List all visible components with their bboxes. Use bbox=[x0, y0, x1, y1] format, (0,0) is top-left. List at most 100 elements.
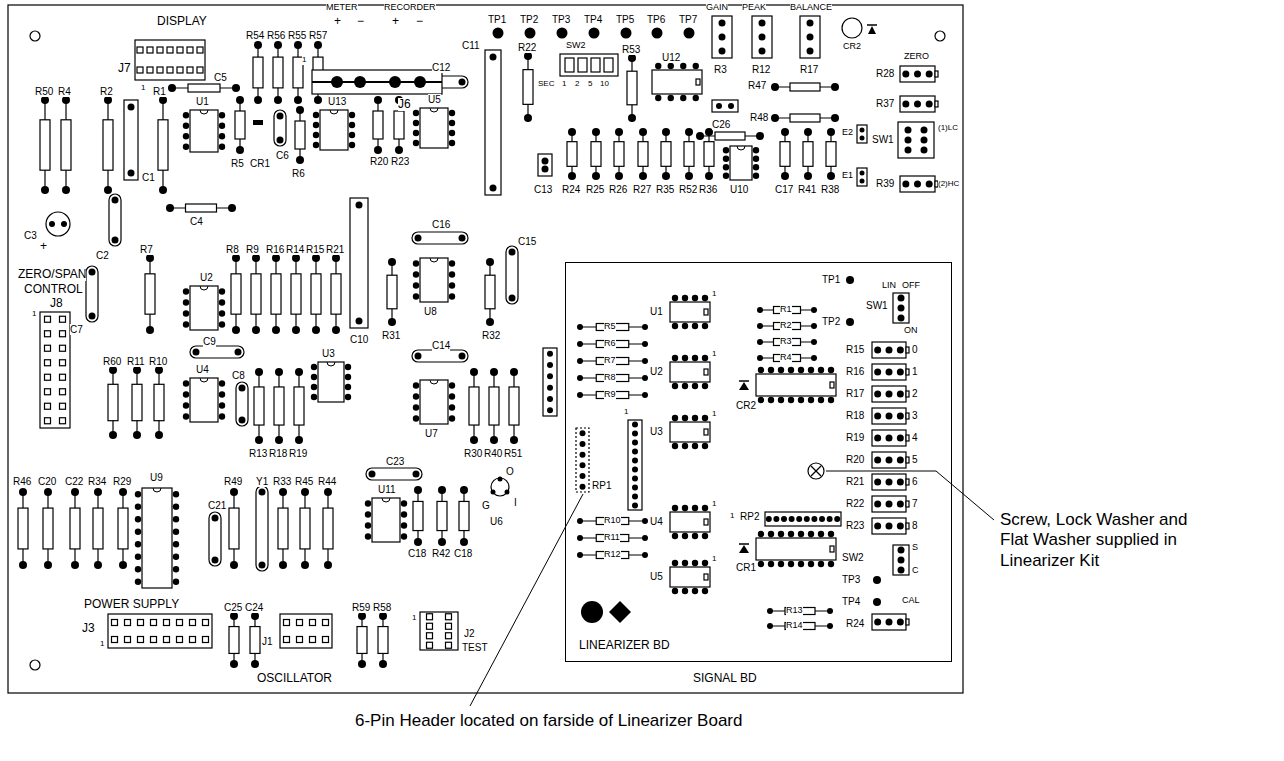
pad-dot bbox=[580, 473, 586, 479]
pad-dot bbox=[259, 489, 266, 496]
pad-dot bbox=[212, 557, 219, 564]
screw-cross bbox=[811, 466, 821, 476]
ic-pin bbox=[672, 505, 678, 511]
pad-dot bbox=[252, 326, 260, 334]
connector-pin bbox=[125, 637, 131, 643]
ic-pin bbox=[183, 123, 189, 129]
pad-dot bbox=[898, 305, 905, 312]
pad-dot bbox=[905, 127, 912, 134]
ic-pin bbox=[219, 380, 225, 386]
pad-dot bbox=[332, 254, 340, 262]
pad-dot bbox=[146, 254, 154, 262]
ic-pin bbox=[692, 383, 698, 389]
ic-pin bbox=[183, 299, 189, 305]
part-label: GAIN bbox=[706, 3, 728, 13]
led-bar bbox=[867, 24, 877, 26]
part-label: R21 bbox=[846, 476, 864, 487]
trimpot-symbol bbox=[752, 16, 772, 58]
connector-pin bbox=[323, 637, 329, 643]
part-label: R39 bbox=[876, 178, 894, 189]
part-label: R18 bbox=[269, 448, 287, 459]
pad-dot bbox=[259, 562, 266, 569]
ic-pin bbox=[798, 561, 804, 567]
pad-dot bbox=[71, 488, 79, 496]
pad-dot bbox=[639, 172, 647, 180]
trimpot-tab bbox=[906, 479, 909, 485]
part-label: C26 bbox=[712, 119, 730, 130]
pad-dot bbox=[642, 375, 648, 381]
pad-dot bbox=[771, 114, 779, 122]
resistor-symbol bbox=[229, 508, 239, 549]
part-label: U9 bbox=[150, 472, 163, 483]
part-label: U8 bbox=[424, 306, 437, 317]
pad-dot bbox=[295, 368, 303, 376]
ic-pin bbox=[413, 393, 419, 399]
part-label: R24 bbox=[846, 618, 864, 629]
pad-dot bbox=[358, 660, 366, 668]
part-label: 1 bbox=[562, 80, 566, 89]
pad-dot bbox=[568, 128, 576, 136]
pad-dot bbox=[490, 436, 498, 444]
pad-dot bbox=[369, 471, 376, 478]
resistor-symbol bbox=[790, 114, 820, 122]
resistor-symbol bbox=[614, 142, 624, 167]
pad-dot bbox=[874, 501, 881, 508]
pad-dot bbox=[239, 385, 246, 392]
part-label: 1 bbox=[100, 640, 104, 649]
pad-dot bbox=[632, 431, 638, 437]
connector-pin bbox=[151, 637, 157, 643]
trimpot-symbol bbox=[900, 176, 935, 192]
pad-dot bbox=[615, 128, 623, 136]
connector-pin bbox=[177, 637, 183, 643]
pad-dot bbox=[897, 479, 904, 486]
part-label: R56 bbox=[267, 30, 285, 41]
ic-body bbox=[190, 286, 218, 330]
part-label: R7 bbox=[140, 244, 153, 255]
leader-line bbox=[470, 494, 583, 706]
connector-pin bbox=[427, 633, 433, 639]
pad-dot bbox=[926, 101, 933, 108]
connector-body bbox=[280, 614, 332, 648]
pad-dot bbox=[897, 457, 904, 464]
ic-pin bbox=[219, 123, 225, 129]
pad-dot bbox=[547, 385, 553, 391]
ic-notch bbox=[327, 362, 335, 366]
connector-pin bbox=[45, 345, 51, 351]
ic-notch bbox=[737, 146, 745, 150]
pad-dot bbox=[767, 608, 773, 614]
part-label: R4 bbox=[58, 86, 71, 97]
resistor-symbol bbox=[311, 274, 321, 314]
pad-dot bbox=[577, 535, 583, 541]
part-label: R46 bbox=[13, 476, 31, 487]
resistor-symbol bbox=[186, 204, 217, 212]
part-label: R10 bbox=[149, 356, 167, 367]
pad-dot bbox=[232, 326, 240, 334]
part-label: U3 bbox=[322, 348, 335, 359]
pad-dot bbox=[642, 392, 648, 398]
ic-body bbox=[670, 302, 710, 322]
part-label: C20 bbox=[38, 476, 56, 487]
part-label: C17 bbox=[775, 184, 793, 195]
ic-pin bbox=[219, 288, 225, 294]
part-label: U4 bbox=[650, 516, 663, 527]
pad-dot bbox=[356, 318, 363, 325]
part-label: R45 bbox=[295, 476, 313, 487]
pad-dot bbox=[757, 339, 763, 345]
ic-pin bbox=[183, 288, 189, 294]
pad-dot bbox=[509, 249, 516, 256]
ic-pin bbox=[449, 130, 455, 136]
ic-pin bbox=[672, 295, 678, 301]
ic-pin bbox=[135, 491, 141, 497]
part-label: R49 bbox=[224, 476, 242, 487]
pad-dot bbox=[255, 436, 263, 444]
ic-pin bbox=[692, 560, 698, 566]
ic-body bbox=[420, 380, 448, 424]
pad-dot bbox=[759, 20, 766, 27]
pad-dot bbox=[615, 172, 623, 180]
pad-dot bbox=[632, 476, 638, 482]
pad-dot bbox=[251, 660, 259, 668]
part-label: S bbox=[912, 543, 918, 553]
ic-pin bbox=[345, 394, 351, 400]
part-label: J1 bbox=[262, 636, 273, 647]
ic-pin bbox=[449, 282, 455, 288]
